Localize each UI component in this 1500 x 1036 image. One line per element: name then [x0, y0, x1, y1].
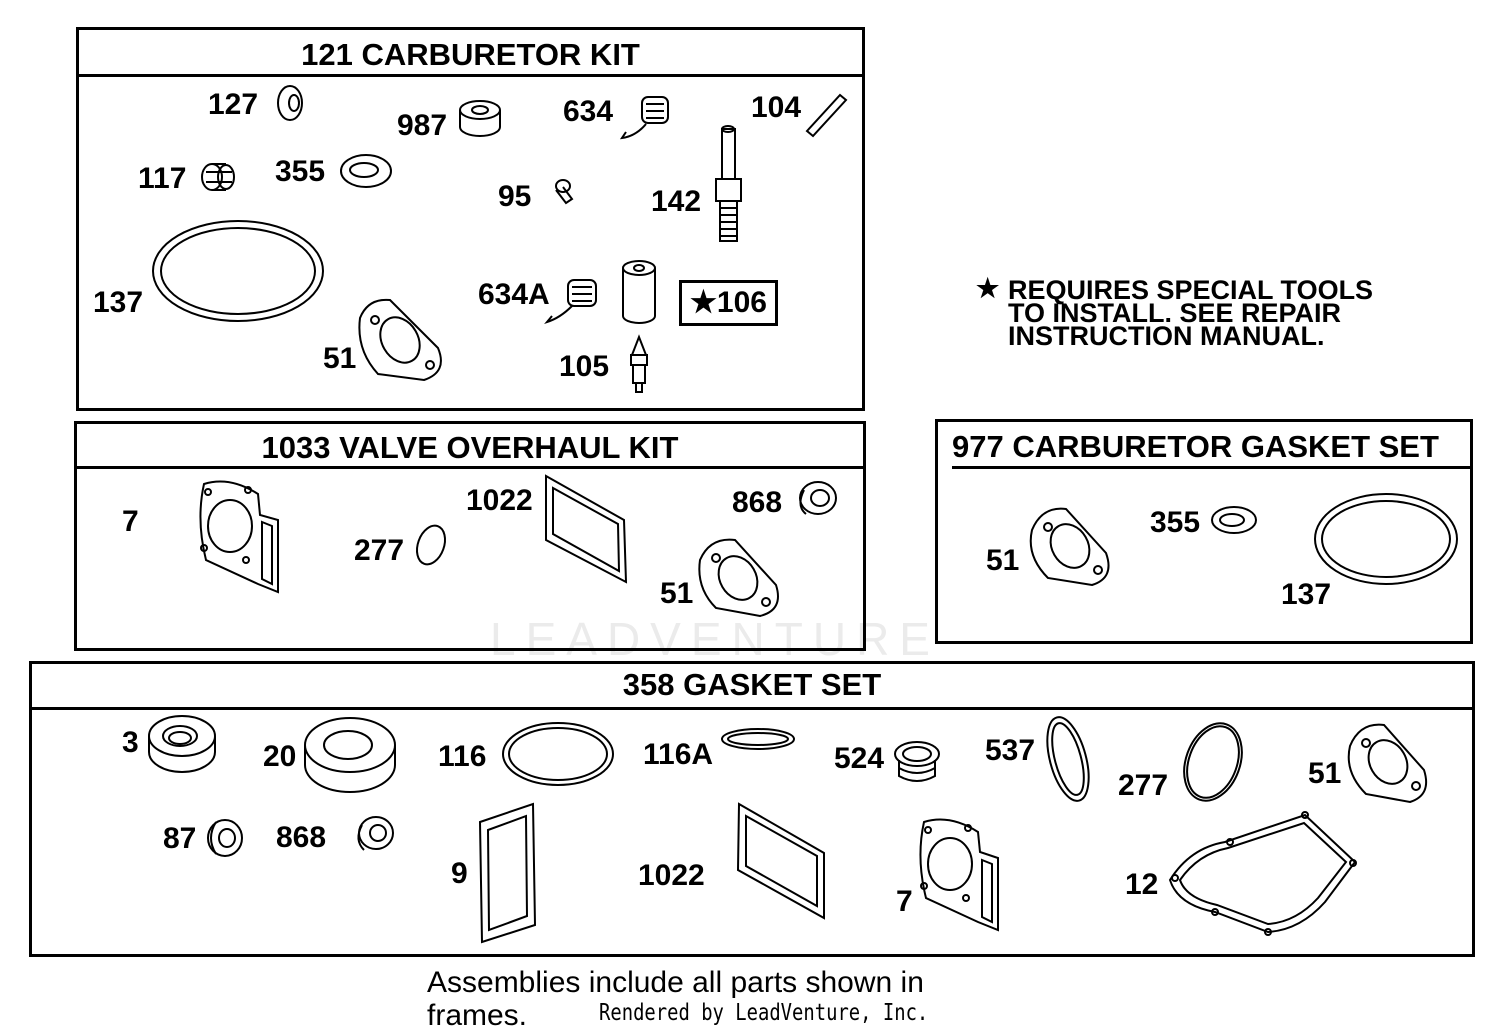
label-1022-gasket-set: 1022: [638, 859, 705, 892]
label-106: 106: [716, 286, 767, 319]
label-105: 105: [559, 350, 610, 383]
label-634a: 634A: [478, 278, 550, 311]
spacer-987-icon: [459, 100, 501, 137]
label-142: 142: [651, 185, 702, 218]
label-1022: 1022: [466, 484, 533, 517]
watermark: LEADVENTURE: [490, 613, 940, 665]
o-ring-277-icon: [415, 524, 447, 566]
footer-line-1: Assemblies include all parts shown in: [427, 966, 924, 999]
label-106-special-tool: ★106: [679, 280, 778, 326]
label-9: 9: [451, 857, 468, 890]
footer-note: Assemblies include all parts shown in fr…: [427, 966, 924, 1032]
cap-117-icon: [201, 163, 235, 191]
label-51: 51: [323, 342, 357, 375]
frame-valve-overhaul-kit: 1033 VALVE OVERHAUL KIT: [74, 421, 866, 651]
label-104: 104: [751, 91, 802, 124]
label-12: 12: [1125, 868, 1159, 901]
pin-104-icon: [805, 93, 848, 138]
head-gasket-7-icon: [199, 480, 279, 594]
label-51-carb-set: 51: [986, 544, 1020, 577]
frame-carburetor-kit: 121 CARBURETOR KIT: [76, 27, 865, 411]
frame-title-gasket-set: 358 GASKET SET: [32, 664, 1472, 710]
o-ring-116-icon: [502, 722, 614, 786]
label-868-gasket-set: 868: [276, 821, 327, 854]
gasket-51-gasket-set-icon: [1347, 723, 1428, 804]
gasket-537-icon: [1046, 716, 1090, 802]
o-ring-116a-icon: [721, 728, 795, 750]
frame-title-carburetor-gasket-set: 977 CARBURETOR GASKET SET: [952, 422, 1470, 469]
star-icon: ★: [976, 273, 1000, 303]
note-line-2: TO INSTALL. SEE REPAIR: [1008, 298, 1342, 328]
washer-127-icon: [277, 85, 303, 121]
washer-355-carb-set-icon: [1211, 506, 1257, 534]
label-127: 127: [208, 88, 259, 121]
seal-3-icon: [148, 715, 216, 773]
cover-gasket-1022-gasket-set-icon: [736, 802, 825, 920]
gasket-9-icon: [478, 802, 537, 944]
sump-gasket-12-icon: [1168, 811, 1357, 936]
frame-title-carburetor-kit: 121 CARBURETOR KIT: [79, 30, 862, 77]
label-355-carb-set: 355: [1150, 506, 1201, 539]
label-87: 87: [163, 822, 197, 855]
valve-seal-868-icon: [799, 481, 837, 515]
gasket-51-valve-icon: [698, 538, 779, 618]
label-7-gasket-set: 7: [896, 885, 913, 918]
label-3: 3: [122, 726, 139, 759]
label-117: 117: [138, 162, 187, 195]
label-7: 7: [122, 505, 139, 538]
special-tools-note: ★ REQUIRES SPECIAL TOOLS TO INSTALL. SEE…: [976, 275, 1374, 351]
o-ring-137-carb-set-icon: [1314, 493, 1458, 585]
screw-95-icon: [555, 179, 574, 205]
washer-355-icon: [340, 154, 392, 188]
gasket-51-carb-set-icon: [1029, 507, 1110, 587]
o-ring-137-icon: [152, 220, 324, 322]
label-137-carb-set: 137: [1281, 578, 1332, 611]
note-line-1: REQUIRES SPECIAL TOOLS: [1008, 275, 1374, 305]
credit-text: Rendered by LeadVenture, Inc.: [599, 1000, 929, 1026]
label-277-gasket-set: 277: [1118, 769, 1169, 802]
label-20: 20: [263, 740, 297, 773]
cover-gasket-1022-icon: [545, 474, 628, 584]
label-634: 634: [563, 95, 614, 128]
note-line-3: INSTRUCTION MANUAL.: [1008, 321, 1325, 351]
label-524: 524: [834, 742, 885, 775]
seal-87-icon: [207, 819, 243, 857]
spring-634a-icon: [544, 279, 597, 324]
label-95: 95: [498, 180, 532, 213]
label-137: 137: [93, 286, 144, 319]
label-277: 277: [354, 534, 405, 567]
label-355: 355: [275, 155, 326, 188]
label-537: 537: [985, 734, 1036, 767]
footer-line-2: frames.: [427, 999, 528, 1032]
frame-gasket-set: 358 GASKET SET: [29, 661, 1475, 957]
spring-634-icon: [619, 96, 669, 140]
label-116a: 116A: [643, 738, 714, 771]
frame-title-valve-overhaul-kit: 1033 VALVE OVERHAUL KIT: [77, 424, 863, 469]
label-868: 868: [732, 486, 783, 519]
needle-105-icon: [630, 334, 648, 393]
emulsion-tube-142-icon: [715, 125, 742, 242]
frame-carburetor-gasket-set: 977 CARBURETOR GASKET SET: [935, 419, 1473, 644]
special-tool-star-icon: ★: [690, 286, 717, 319]
head-gasket-7-gasket-set-icon: [919, 818, 999, 932]
valve-seal-868-gasket-set-icon: [357, 816, 394, 851]
gasket-51-icon: [358, 298, 442, 382]
label-116: 116: [438, 740, 487, 773]
plug-524-icon: [894, 741, 940, 782]
float-106-icon: [622, 260, 656, 324]
o-ring-277-gasket-set-icon: [1183, 722, 1243, 802]
label-987: 987: [397, 109, 448, 142]
label-51-valve: 51: [660, 577, 694, 610]
seal-20-icon: [304, 717, 396, 793]
label-51-gasket-set: 51: [1308, 757, 1342, 790]
